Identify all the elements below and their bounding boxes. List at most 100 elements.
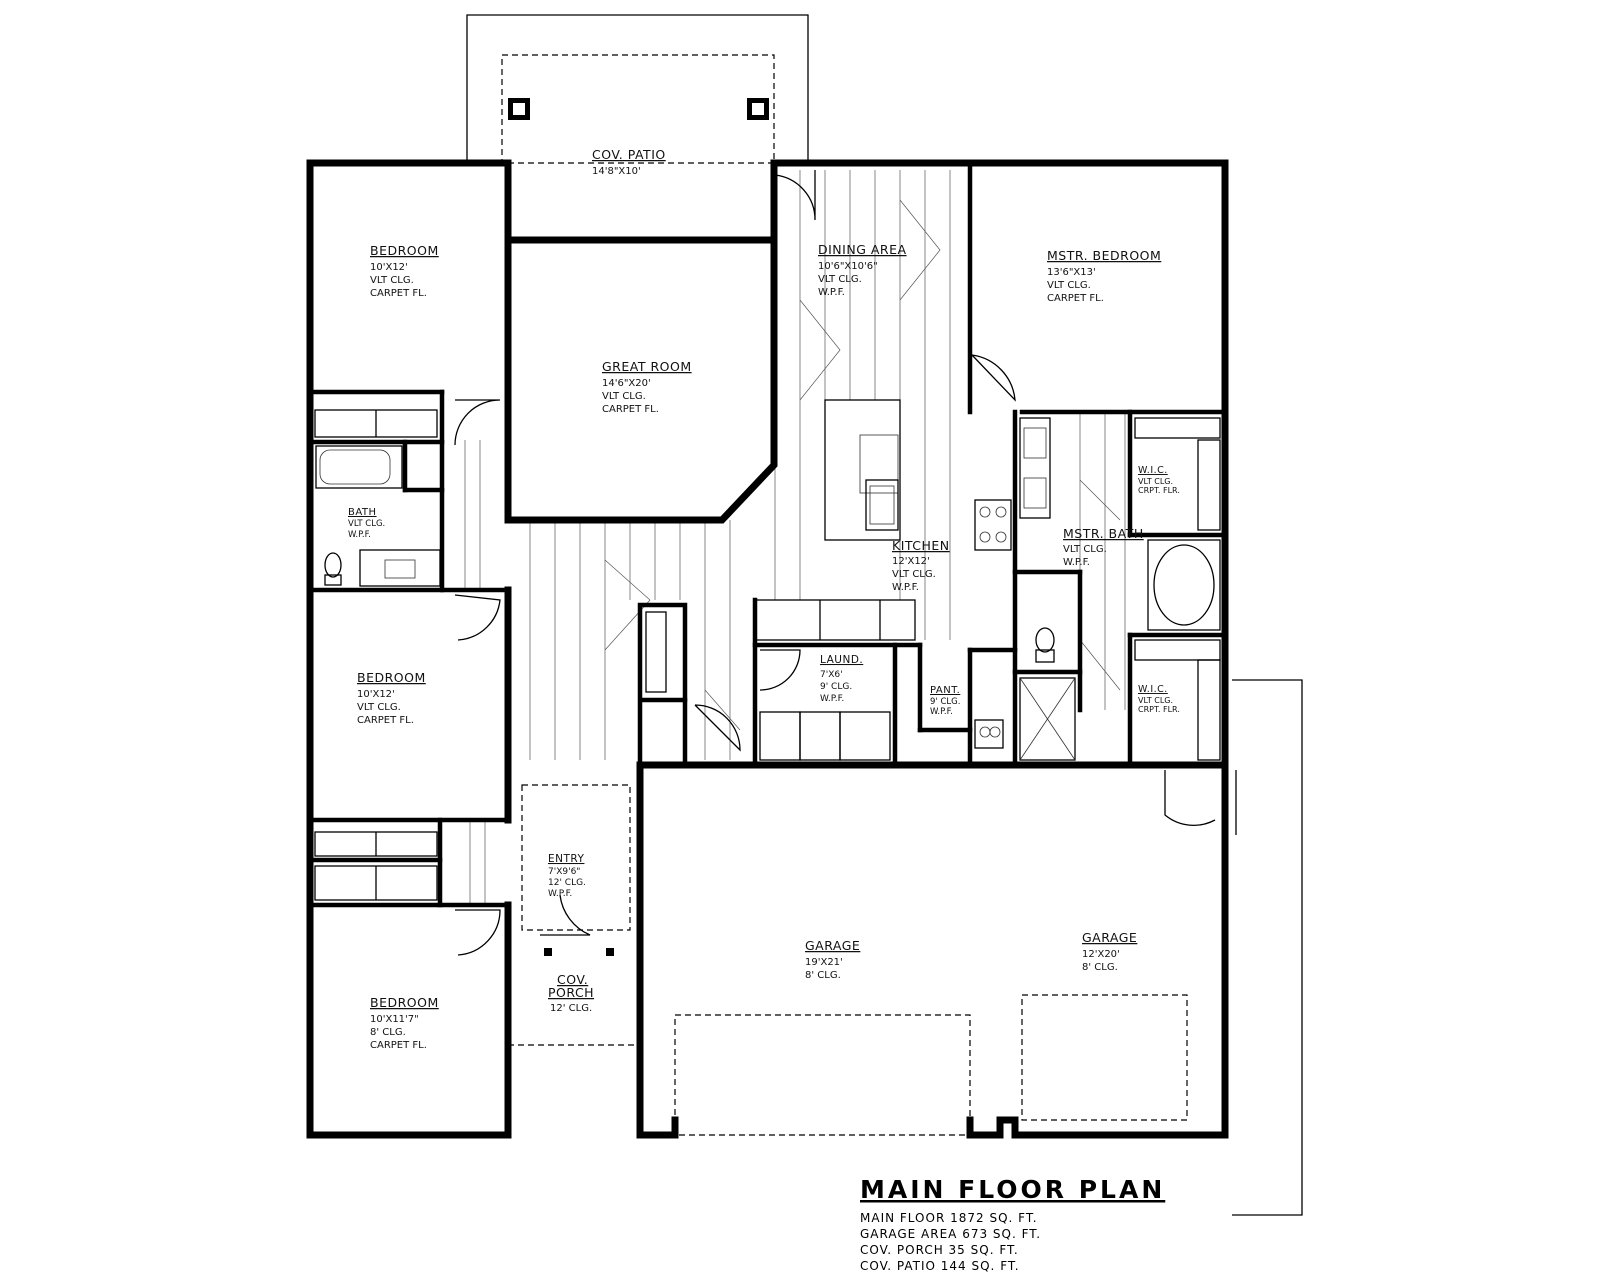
svg-text:W.P.F.: W.P.F. [348, 530, 371, 540]
stat-cov-patio: COV. PATIO 144 SQ. FT. [860, 1259, 1020, 1273]
svg-text:CARPET FL.: CARPET FL. [602, 404, 659, 415]
svg-text:COV.: COV. [557, 972, 588, 987]
svg-text:10'X12': 10'X12' [370, 262, 408, 273]
svg-text:VLT CLG.: VLT CLG. [602, 391, 646, 402]
label-great-room: GREAT ROOM 14'6"X20' VLT CLG. CARPET FL. [602, 359, 692, 415]
label-master-bath: MSTR. BATH VLT CLG. W.P.F. [1063, 526, 1144, 568]
svg-text:7'X6': 7'X6' [820, 670, 843, 680]
svg-text:10'6"X10'6": 10'6"X10'6" [818, 261, 878, 272]
master-tub [1147, 539, 1221, 631]
svg-text:LAUND.: LAUND. [820, 654, 863, 666]
svg-text:W.P.F.: W.P.F. [820, 694, 844, 704]
svg-text:VLT CLG.: VLT CLG. [1138, 696, 1173, 705]
svg-text:9' CLG.: 9' CLG. [820, 682, 852, 692]
kitchen-sink [865, 479, 899, 531]
label-garage-1: GARAGE 19'X21' 8' CLG. [805, 938, 860, 981]
stat-garage-area: GARAGE AREA 673 SQ. FT. [860, 1227, 1041, 1241]
svg-text:KITCHEN: KITCHEN [892, 538, 950, 553]
svg-text:CARPET FL.: CARPET FL. [370, 288, 427, 299]
svg-text:VLT CLG.: VLT CLG. [1047, 280, 1091, 291]
svg-text:VLT CLG.: VLT CLG. [818, 274, 862, 285]
svg-text:CRPT. FLR.: CRPT. FLR. [1138, 705, 1180, 714]
svg-text:8' CLG.: 8' CLG. [805, 970, 841, 981]
svg-text:W.P.F.: W.P.F. [548, 889, 572, 899]
label-bath: BATH VLT CLG. W.P.F. [348, 507, 385, 540]
title-block: MAIN FLOOR PLAN MAIN FLOOR 1872 SQ. FT. … [860, 1175, 1165, 1273]
interior-walls [307, 160, 1228, 908]
svg-text:13'6"X13': 13'6"X13' [1047, 267, 1096, 278]
label-kitchen: KITCHEN 12'X12' VLT CLG. W.P.F. [892, 538, 950, 593]
svg-text:W.P.F.: W.P.F. [818, 287, 845, 298]
svg-text:10'X12': 10'X12' [357, 689, 395, 700]
covered-patio [466, 14, 809, 164]
fixtures [314, 399, 1303, 1216]
label-pantry: PANT. 9' CLG. W.P.F. [930, 685, 960, 717]
label-bedroom-3: BEDROOM 10'X11'7" 8' CLG. CARPET FL. [370, 995, 439, 1051]
kitchen-island [824, 399, 901, 541]
svg-text:BEDROOM: BEDROOM [370, 243, 439, 258]
svg-text:VLT CLG.: VLT CLG. [348, 519, 385, 529]
shower [1019, 677, 1076, 761]
water-heater [974, 719, 1004, 749]
svg-text:12'X12': 12'X12' [892, 556, 930, 567]
bathtub [315, 445, 403, 489]
svg-text:8' CLG.: 8' CLG. [370, 1027, 406, 1038]
svg-text:7'X9'6": 7'X9'6" [548, 867, 580, 877]
svg-text:PORCH: PORCH [548, 985, 594, 1000]
svg-text:W.P.F.: W.P.F. [892, 582, 919, 593]
svg-text:GARAGE: GARAGE [805, 938, 860, 953]
svg-text:MSTR. BATH: MSTR. BATH [1063, 526, 1144, 541]
svg-text:12' CLG.: 12' CLG. [548, 878, 586, 888]
label-wic-2: W.I.C. VLT CLG. CRPT. FLR. [1138, 684, 1180, 714]
stat-main-floor: MAIN FLOOR 1872 SQ. FT. [860, 1211, 1038, 1225]
svg-text:BEDROOM: BEDROOM [357, 670, 426, 685]
svg-text:W.P.F.: W.P.F. [1063, 557, 1090, 568]
svg-text:CARPET FL.: CARPET FL. [1047, 293, 1104, 304]
label-laundry: LAUND. 7'X6' 9' CLG. W.P.F. [820, 654, 863, 704]
svg-text:CRPT. FLR.: CRPT. FLR. [1138, 486, 1180, 495]
svg-text:19'X21': 19'X21' [805, 957, 843, 968]
cooktop [974, 499, 1012, 551]
toilet [324, 552, 342, 578]
svg-text:COV. PATIO: COV. PATIO [592, 147, 666, 162]
room-labels: COV. PATIO 14'8"X10' BEDROOM 10'X12' VLT… [348, 147, 1180, 1051]
svg-text:14'6"X20': 14'6"X20' [602, 378, 651, 389]
svg-text:DINING AREA: DINING AREA [818, 242, 907, 257]
stat-cov-porch: COV. PORCH 35 SQ. FT. [860, 1243, 1019, 1257]
exterior-walls [306, 159, 1229, 1139]
svg-text:VLT CLG.: VLT CLG. [370, 275, 414, 286]
svg-text:CARPET FL.: CARPET FL. [357, 715, 414, 726]
svg-text:10'X11'7": 10'X11'7" [370, 1014, 419, 1025]
svg-text:BEDROOM: BEDROOM [370, 995, 439, 1010]
svg-text:PANT.: PANT. [930, 685, 960, 696]
svg-text:W.P.F.: W.P.F. [930, 707, 953, 717]
svg-text:GREAT ROOM: GREAT ROOM [602, 359, 692, 374]
svg-text:W.I.C.: W.I.C. [1138, 684, 1168, 695]
vanity [359, 549, 441, 587]
floor-hatching [464, 170, 1126, 905]
svg-text:MSTR. BEDROOM: MSTR. BEDROOM [1047, 248, 1161, 263]
patio-door [774, 170, 816, 221]
label-wic-1: W.I.C. VLT CLG. CRPT. FLR. [1138, 465, 1180, 495]
label-bedroom-1: BEDROOM 10'X12' VLT CLG. CARPET FL. [370, 243, 439, 299]
label-garage-2: GARAGE 12'X20' 8' CLG. [1082, 930, 1137, 973]
svg-text:BATH: BATH [348, 507, 377, 518]
svg-text:GARAGE: GARAGE [1082, 930, 1137, 945]
svg-text:14'8"X10': 14'8"X10' [592, 166, 641, 177]
plan-title: MAIN FLOOR PLAN [860, 1175, 1165, 1204]
svg-text:W.I.C.: W.I.C. [1138, 465, 1168, 476]
label-dining-area: DINING AREA 10'6"X10'6" VLT CLG. W.P.F. [818, 242, 907, 298]
svg-text:VLT CLG.: VLT CLG. [1063, 544, 1107, 555]
label-bedroom-2: BEDROOM 10'X12' VLT CLG. CARPET FL. [357, 670, 426, 726]
svg-text:9' CLG.: 9' CLG. [930, 697, 960, 707]
svg-text:8' CLG.: 8' CLG. [1082, 962, 1118, 973]
svg-text:ENTRY: ENTRY [548, 853, 585, 865]
svg-text:VLT CLG.: VLT CLG. [892, 569, 936, 580]
svg-text:12' CLG.: 12' CLG. [550, 1003, 592, 1014]
label-covered-patio: COV. PATIO 14'8"X10' [592, 147, 666, 177]
svg-text:VLT CLG.: VLT CLG. [1138, 477, 1173, 486]
label-entry: ENTRY 7'X9'6" 12' CLG. W.P.F. [548, 853, 586, 899]
label-porch: COV. PORCH 12' CLG. [548, 972, 594, 1014]
svg-text:CARPET FL.: CARPET FL. [370, 1040, 427, 1051]
